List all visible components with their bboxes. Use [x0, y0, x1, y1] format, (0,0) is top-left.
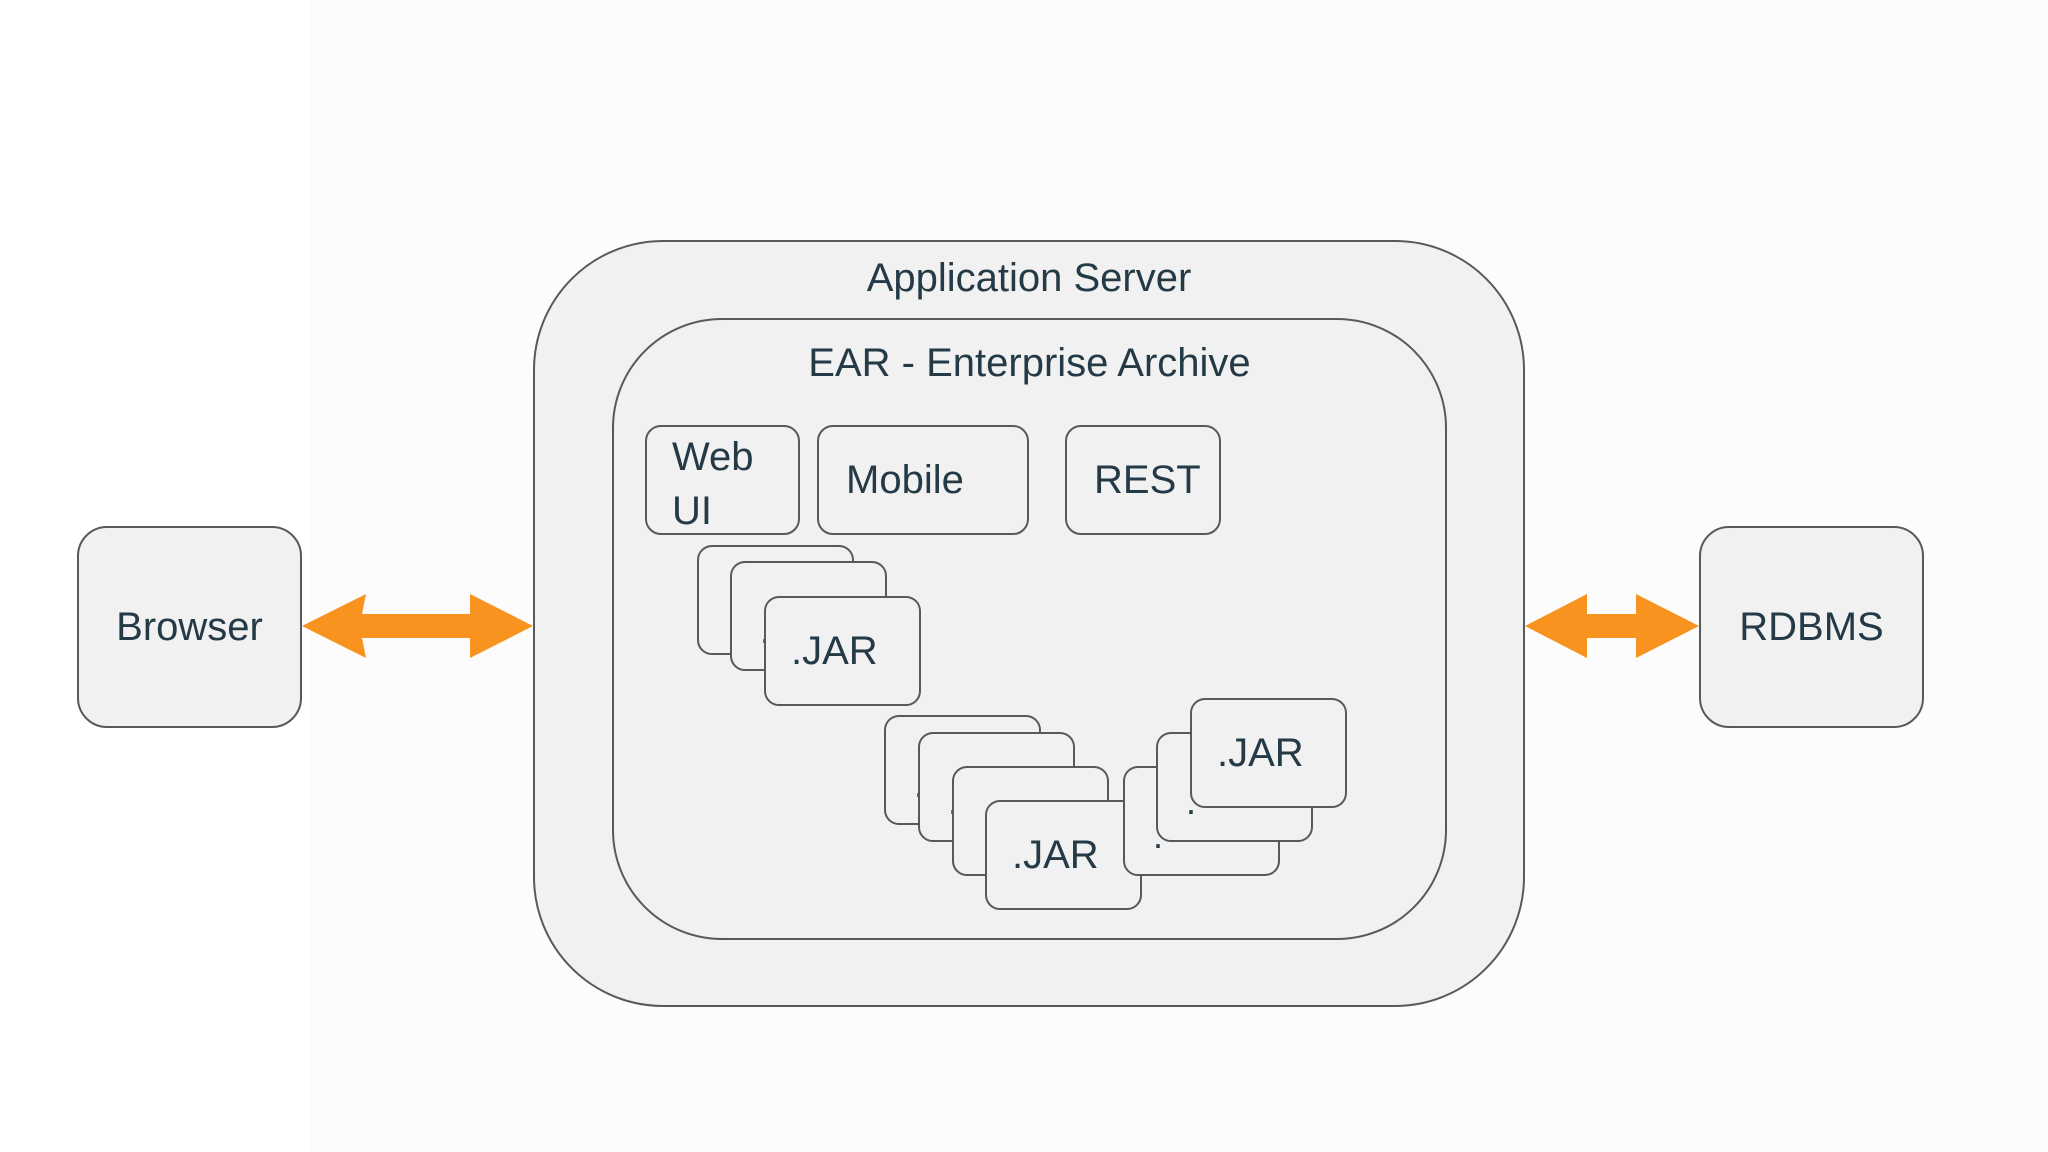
rest-module: REST	[1065, 425, 1221, 535]
browser-box: Browser	[77, 526, 302, 728]
ear-label: EAR - Enterprise Archive	[808, 341, 1251, 385]
rest-label: REST	[1094, 457, 1201, 502]
jar-card-stack1-front: .JAR	[764, 596, 921, 706]
rdbms-box: RDBMS	[1699, 526, 1924, 728]
jar-label: .JAR	[1217, 731, 1304, 775]
mobile-label: Mobile	[846, 457, 964, 502]
jar-label: .JAR	[791, 629, 878, 673]
application-server-label: Application Server	[866, 256, 1192, 300]
web-ui-label-line2: UI	[672, 489, 712, 533]
jar-stub-label: .	[1186, 781, 1197, 822]
jar-label: .JAR	[1012, 833, 1099, 877]
mobile-module: Mobile	[817, 425, 1029, 535]
web-ui-module: Web UI	[645, 425, 800, 535]
browser-label: Browser	[116, 604, 263, 649]
web-ui-label-line1: Web	[672, 435, 754, 479]
jar-card-stack2-front: .JAR	[985, 800, 1142, 910]
rdbms-label: RDBMS	[1739, 604, 1884, 649]
jar-card-stack3-front: .JAR	[1190, 698, 1347, 808]
